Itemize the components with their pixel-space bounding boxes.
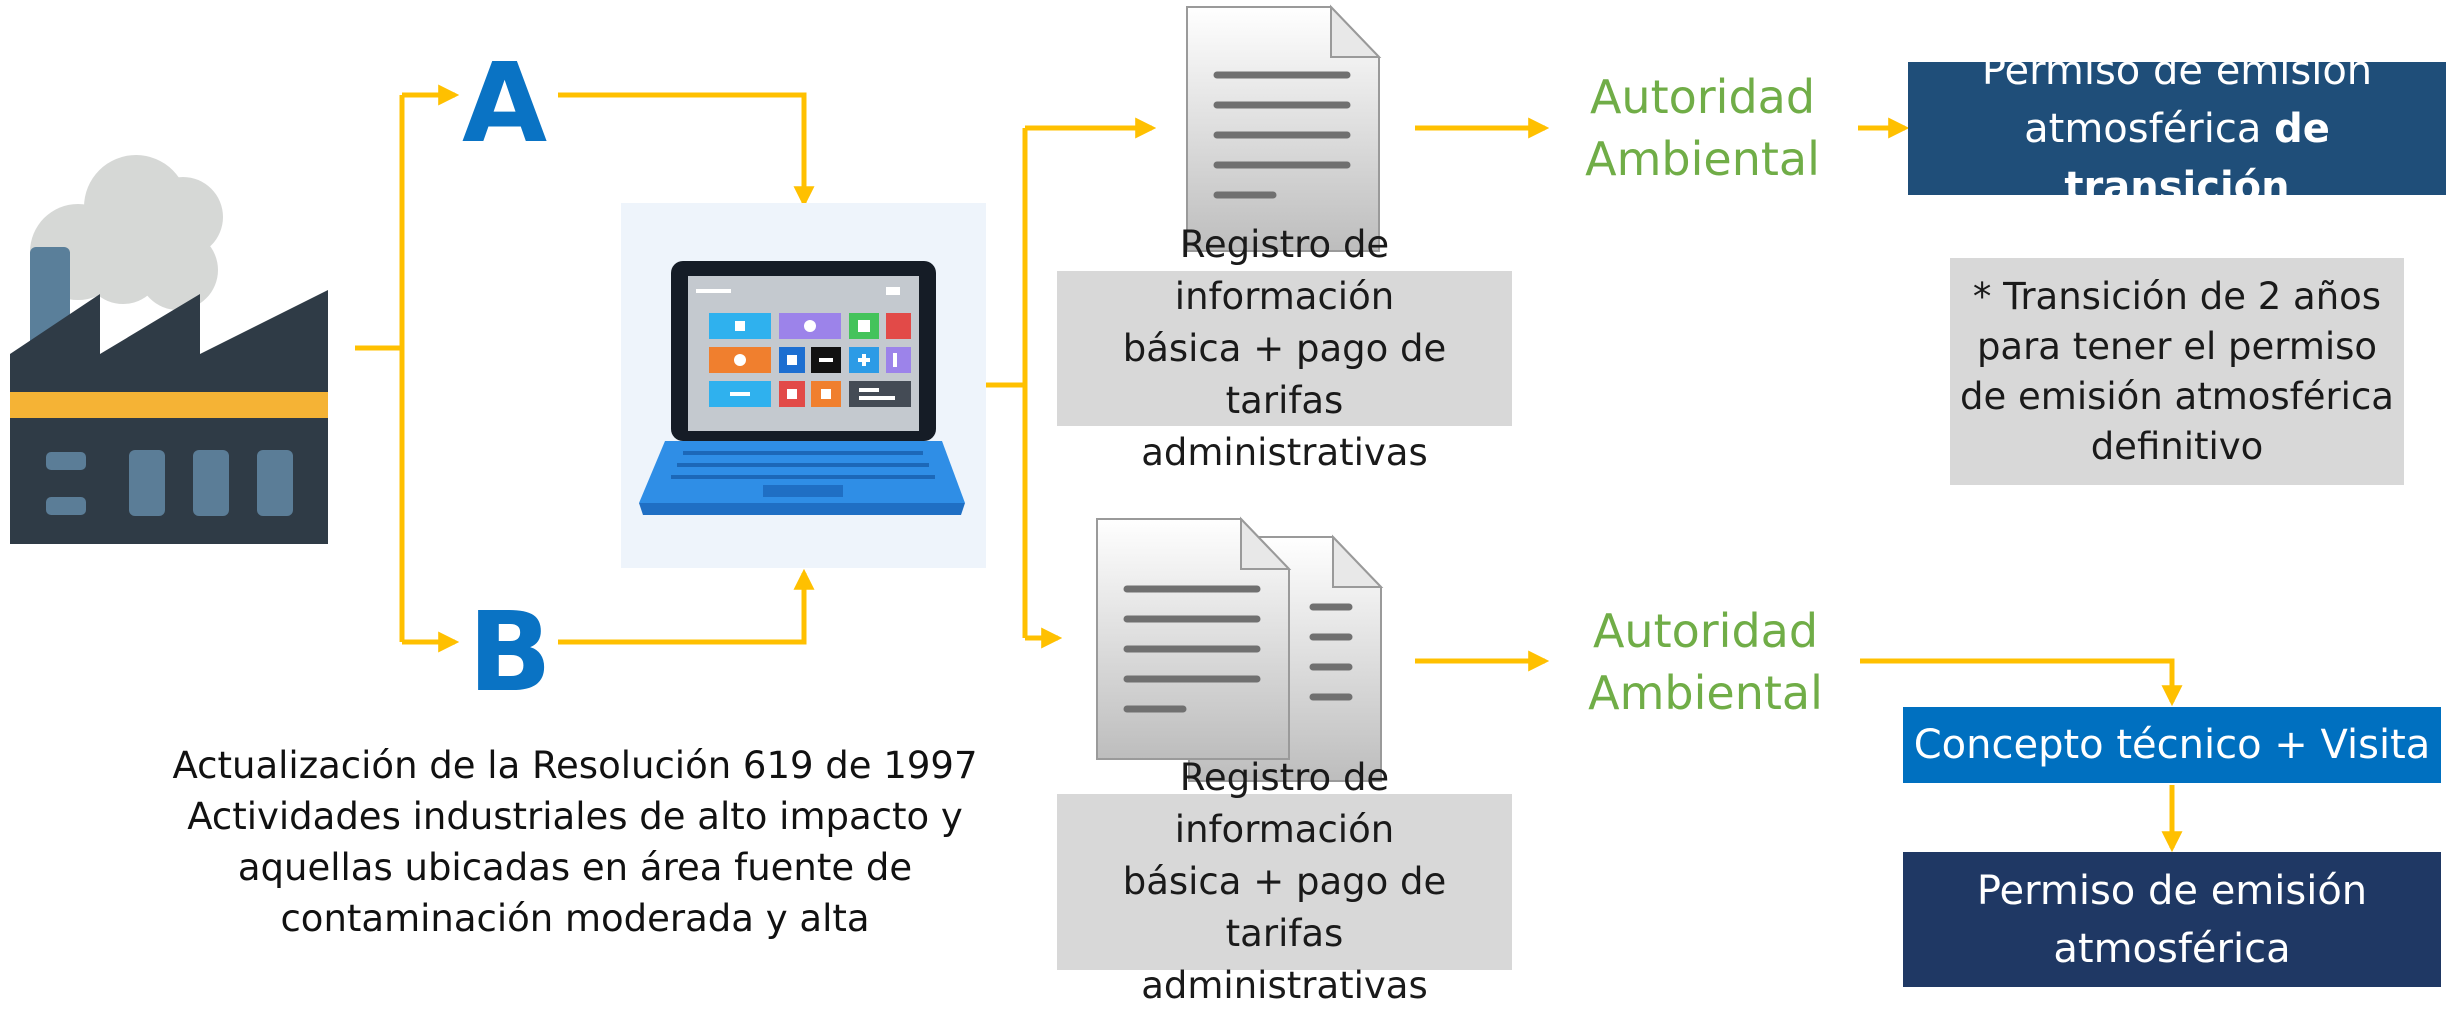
registration-top-line-1: Registro de información: [1174, 222, 1395, 318]
document-icon: [1186, 4, 1382, 252]
description-line-3: aquellas ubicadas en área fuente de: [237, 846, 913, 889]
authority-top-line-2: Ambiental: [1585, 132, 1820, 186]
laptop-icon: [621, 203, 986, 568]
registration-bottom-line-3: administrativas: [1141, 964, 1428, 1007]
description-line-1: Actualización de la Resolución 619 de 19…: [172, 744, 978, 787]
transition-permit-box: Permiso de emisión atmosférica de transi…: [1908, 48, 2446, 210]
authority-bottom-line-2: Ambiental: [1588, 666, 1823, 720]
final-permit-line-2: atmosférica: [2053, 925, 2291, 972]
registration-box-top: Registro de información básica + pago de…: [1057, 223, 1512, 474]
transition-note-line-2: para tener el permiso: [1976, 324, 2378, 368]
option-b-label: B: [468, 588, 552, 716]
description-line-4: contaminación moderada y alta: [280, 897, 870, 940]
registration-bottom-line-1: Registro de información: [1174, 756, 1395, 851]
transition-note-line-4: definitivo: [2090, 424, 2264, 468]
registration-bottom-line-2: básica + pago de tarifas: [1122, 860, 1447, 955]
connector-arrows: [355, 84, 2183, 853]
registration-box-bottom: Registro de información básica + pago de…: [1057, 756, 1512, 1007]
transition-note-line-1: * Transición de 2 años: [1972, 274, 2382, 318]
transition-permit-emphasis: de transición: [2064, 105, 2330, 210]
authority-top-line-1: Autoridad: [1589, 70, 1816, 124]
factory-icon: [10, 155, 328, 544]
registration-top-line-2: básica + pago de tarifas: [1122, 326, 1447, 422]
transition-permit-line-1: Permiso de emisión: [1981, 47, 2373, 94]
documents-icon: [1096, 516, 1384, 782]
final-permit-box: Permiso de emisión atmosférica: [1903, 852, 2441, 987]
option-a-label: A: [462, 39, 548, 167]
description-line-2: Actividades industriales de alto impacto…: [187, 795, 963, 838]
transition-note-line-3: de emisión atmosférica: [1960, 374, 2394, 418]
final-permit-line-1: Permiso de emisión: [1976, 867, 2368, 914]
authority-bottom-line-1: Autoridad: [1592, 604, 1819, 658]
resolution-description: Actualización de la Resolución 619 de 19…: [160, 740, 990, 944]
transition-permit-line-2: atmosférica: [2024, 105, 2275, 152]
concept-visit-box: Concepto técnico + Visita: [1903, 707, 2441, 783]
authority-top: Autoridad Ambiental: [1560, 66, 1845, 190]
authority-bottom: Autoridad Ambiental: [1563, 600, 1848, 724]
concept-visit-label: Concepto técnico + Visita: [1913, 722, 2431, 768]
registration-top-line-3: administrativas: [1141, 430, 1428, 474]
transition-note-box: * Transición de 2 años para tener el per…: [1950, 258, 2404, 485]
